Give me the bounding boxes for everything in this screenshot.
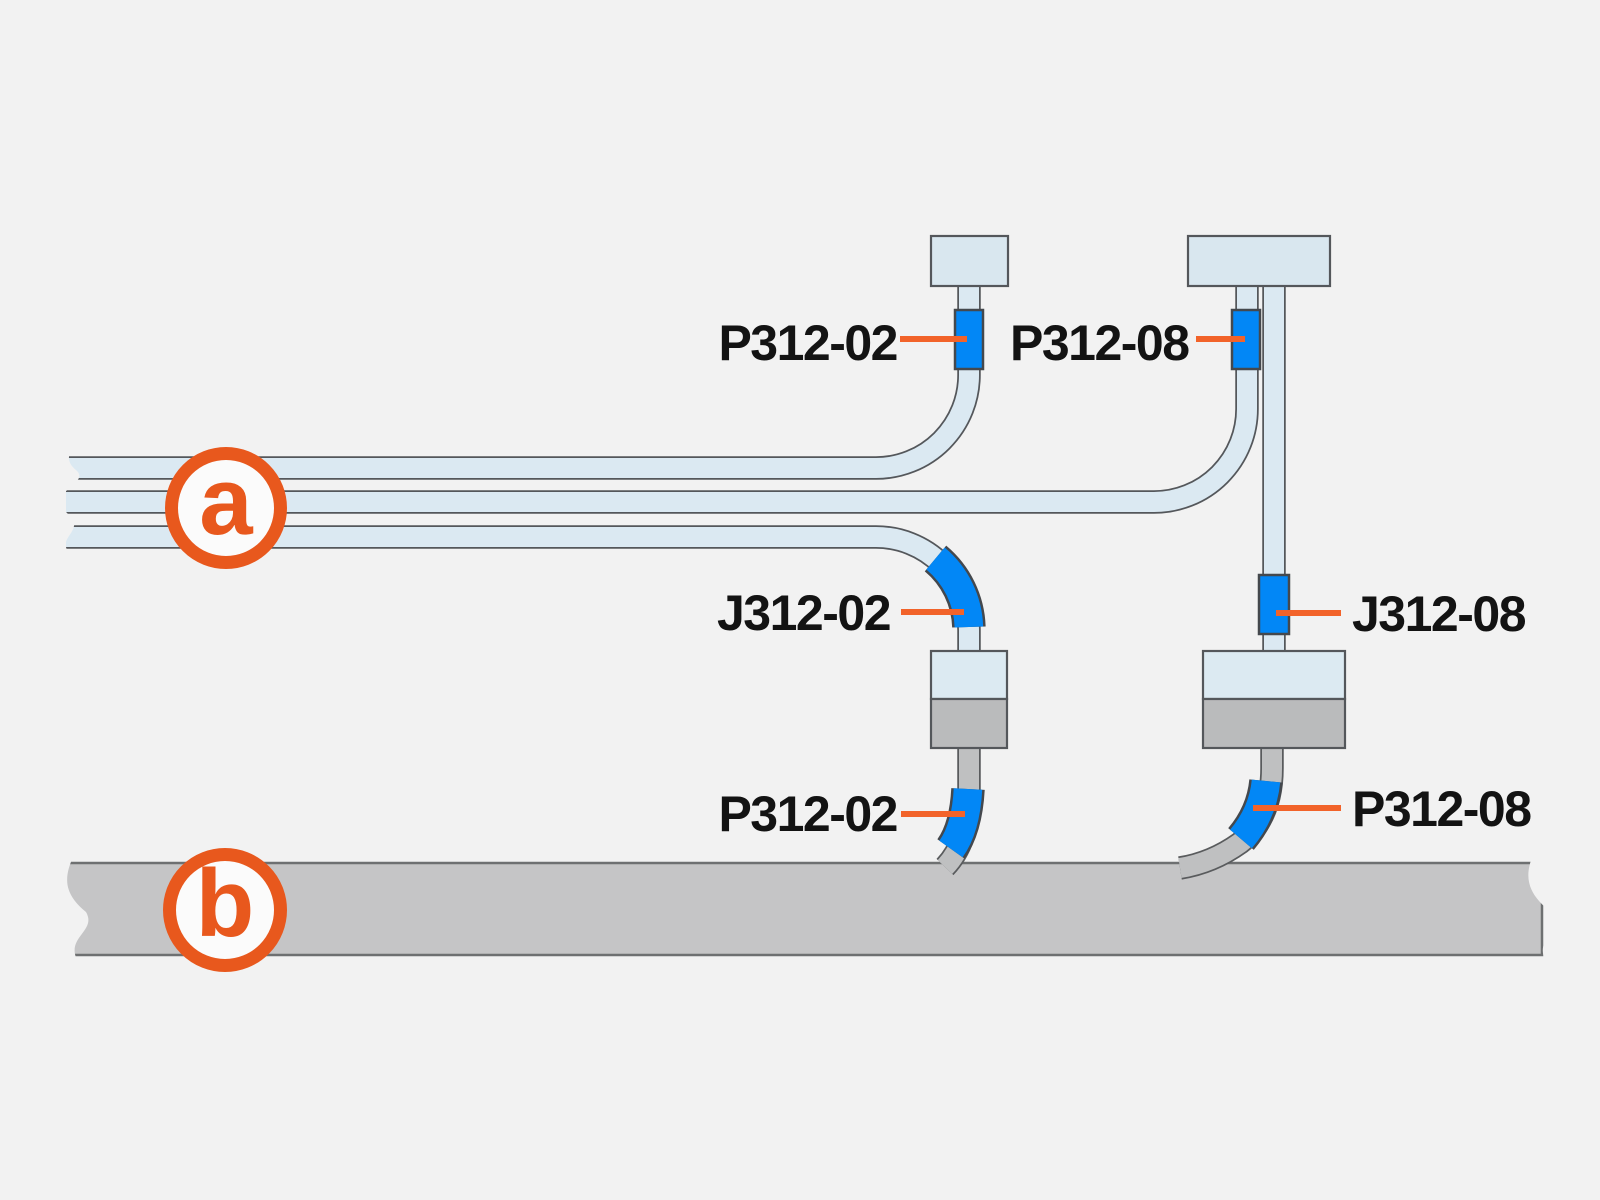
connector-p312-08-bottom [1227,778,1283,850]
callout-a: a [165,447,287,569]
socket-left-top [929,649,1009,701]
band-tear-left [36,855,89,960]
socket-right-top [1201,649,1347,701]
label-p312-08-bottom: P312-08 [1352,781,1531,837]
callout-b-ring [163,848,287,972]
label-p312-08-top: P312-08 [1010,315,1189,371]
socket-right-bottom [1201,697,1347,750]
connector-j312-08 [1257,573,1291,636]
housing-right [1186,234,1332,288]
socket-right [1201,649,1347,750]
housing-left [929,234,1010,288]
socket-left [929,649,1009,750]
label-j312-08: J312-08 [1352,586,1526,642]
cable-1 [66,286,979,478]
connector-j312-02 [924,545,986,629]
cable-2 [66,286,1257,512]
band-tear-right [1528,855,1564,960]
label-p312-02-bottom: P312-02 [718,786,897,842]
harness-break-left [36,440,80,562]
callout-b: b [163,848,287,972]
callout-b-letter: b [196,850,255,957]
connector-p312-02-bottom [936,787,985,859]
callout-a-ring [165,447,287,569]
socket-left-bottom [929,697,1009,750]
callout-a-letter: a [199,448,253,555]
label-p312-02-top: P312-02 [718,315,897,371]
label-j312-02: J312-02 [717,585,890,641]
